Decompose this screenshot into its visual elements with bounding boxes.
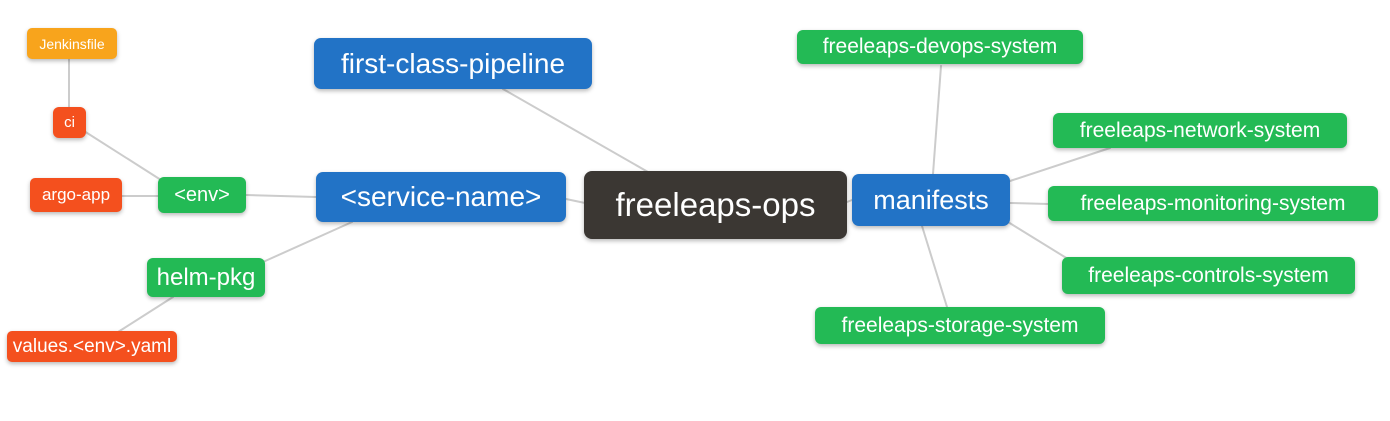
node-freeleaps-controls-system[interactable]: freeleaps-controls-system [1062, 257, 1355, 294]
node-helm-pkg[interactable]: helm-pkg [147, 258, 265, 297]
edge-freeleaps-ops--manifests [846, 199, 853, 203]
node-values-env-yaml[interactable]: values.<env>.yaml [7, 331, 177, 362]
node-env[interactable]: <env> [158, 177, 246, 213]
node-freeleaps-monitoring-system[interactable]: freeleaps-monitoring-system [1048, 186, 1378, 221]
edge-manifests--freeleaps-network-system [1009, 147, 1111, 182]
edge-manifests--freeleaps-storage-system [921, 225, 948, 308]
edge-service-name--helm-pkg [262, 221, 353, 263]
node-argo-app[interactable]: argo-app [30, 178, 122, 212]
edge-env--service-name [245, 194, 317, 198]
node-freeleaps-devops-system[interactable]: freeleaps-devops-system [797, 30, 1083, 64]
edge-manifests--freeleaps-controls-system [1007, 221, 1069, 260]
node-ci[interactable]: ci [53, 107, 86, 138]
node-freeleaps-network-system[interactable]: freeleaps-network-system [1053, 113, 1347, 148]
edge-ci--env [83, 130, 162, 181]
node-freeleaps-ops[interactable]: freeleaps-ops [584, 171, 847, 239]
edge-helm-pkg--values-env-yaml [117, 296, 174, 333]
node-first-class-pipeline[interactable]: first-class-pipeline [314, 38, 592, 89]
node-manifests[interactable]: manifests [852, 174, 1010, 226]
edge-first-class-pipeline--freeleaps-ops [502, 88, 649, 173]
edge-manifests--freeleaps-devops-system [932, 65, 942, 175]
node-freeleaps-storage-system[interactable]: freeleaps-storage-system [815, 307, 1105, 344]
edge-manifests--freeleaps-monitoring-system [1009, 202, 1050, 205]
node-service-name[interactable]: <service-name> [316, 172, 566, 222]
node-jenkinsfile[interactable]: Jenkinsfile [27, 28, 117, 59]
edge-service-name--freeleaps-ops [565, 198, 586, 204]
